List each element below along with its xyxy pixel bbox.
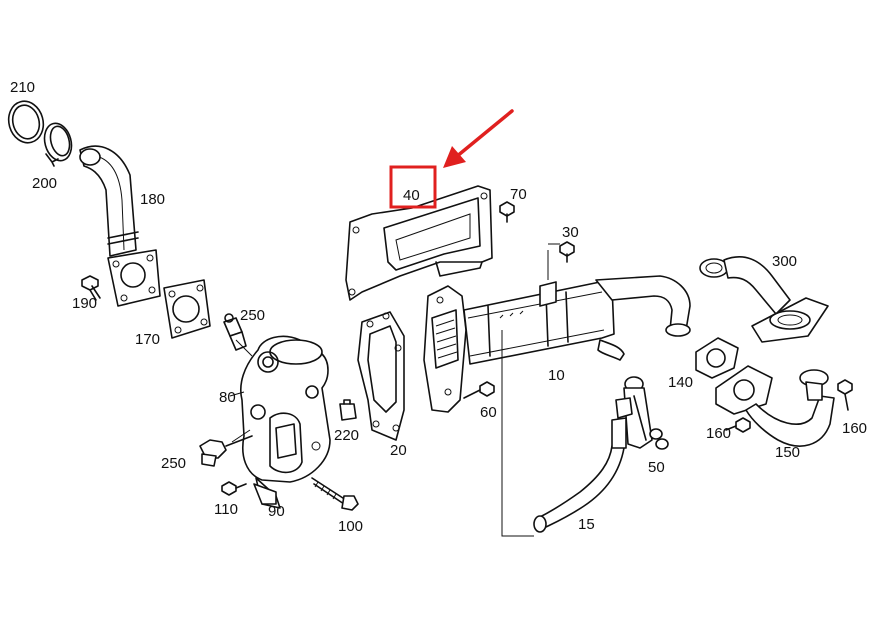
label-160-left: 160 [706, 425, 731, 442]
label-30: 30 [562, 224, 579, 241]
part-200-clamp [43, 122, 73, 167]
label-100: 100 [338, 518, 363, 535]
part-150-pipe [715, 365, 835, 447]
label-210: 210 [10, 79, 35, 96]
part-30-bolt [559, 241, 575, 263]
label-90: 90 [268, 503, 285, 520]
part-160-bolt-right [837, 379, 853, 411]
label-20: 20 [390, 442, 407, 459]
label-70: 70 [510, 186, 527, 203]
part-60-bolt [463, 381, 495, 399]
highlight-box [389, 165, 437, 209]
label-60: 60 [480, 404, 497, 421]
label-110: 110 [214, 501, 238, 518]
label-15: 15 [578, 516, 595, 533]
part-20-gasket-plate [357, 311, 405, 441]
highlight-arrow-head [443, 146, 466, 168]
part-140-gasket [695, 337, 739, 379]
part-100-bolt [311, 477, 359, 511]
label-140: 140 [668, 374, 693, 391]
label-50: 50 [648, 459, 665, 476]
part-70-bolt [499, 201, 515, 223]
part-180-pipe [79, 145, 161, 307]
part-160-bolt-left [725, 417, 751, 433]
part-220-clip [339, 399, 357, 421]
part-80-egr-valve [229, 335, 331, 509]
part-170-gasket [163, 279, 211, 339]
highlight-arrow-shaft [454, 109, 514, 159]
leader-lines [235, 243, 560, 537]
label-250-lower: 250 [161, 455, 186, 472]
part-250-sensor-lower [199, 435, 253, 467]
part-190-bolt [81, 275, 101, 301]
label-200: 200 [32, 175, 57, 192]
label-180: 180 [140, 191, 165, 208]
part-labels: 210 200 180 190 170 250 80 250 110 90 10… [10, 79, 867, 535]
label-300: 300 [772, 253, 797, 270]
part-15-hose [533, 417, 627, 533]
label-250-upper: 250 [240, 307, 265, 324]
label-150: 150 [775, 444, 800, 461]
label-40: 40 [403, 187, 420, 204]
label-10: 10 [548, 367, 565, 384]
part-50-bracket [615, 376, 669, 450]
part-210-ring-seal [7, 100, 45, 144]
label-190: 190 [72, 295, 97, 312]
label-80: 80 [219, 389, 236, 406]
part-10-egr-cooler [423, 275, 691, 413]
highlight-callout [389, 109, 514, 209]
label-170: 170 [135, 331, 160, 348]
part-90-bracket [253, 483, 277, 505]
label-220: 220 [334, 427, 359, 444]
label-160-right: 160 [842, 420, 867, 437]
part-110-bolt [221, 481, 247, 496]
part-300-pipe [699, 256, 829, 343]
